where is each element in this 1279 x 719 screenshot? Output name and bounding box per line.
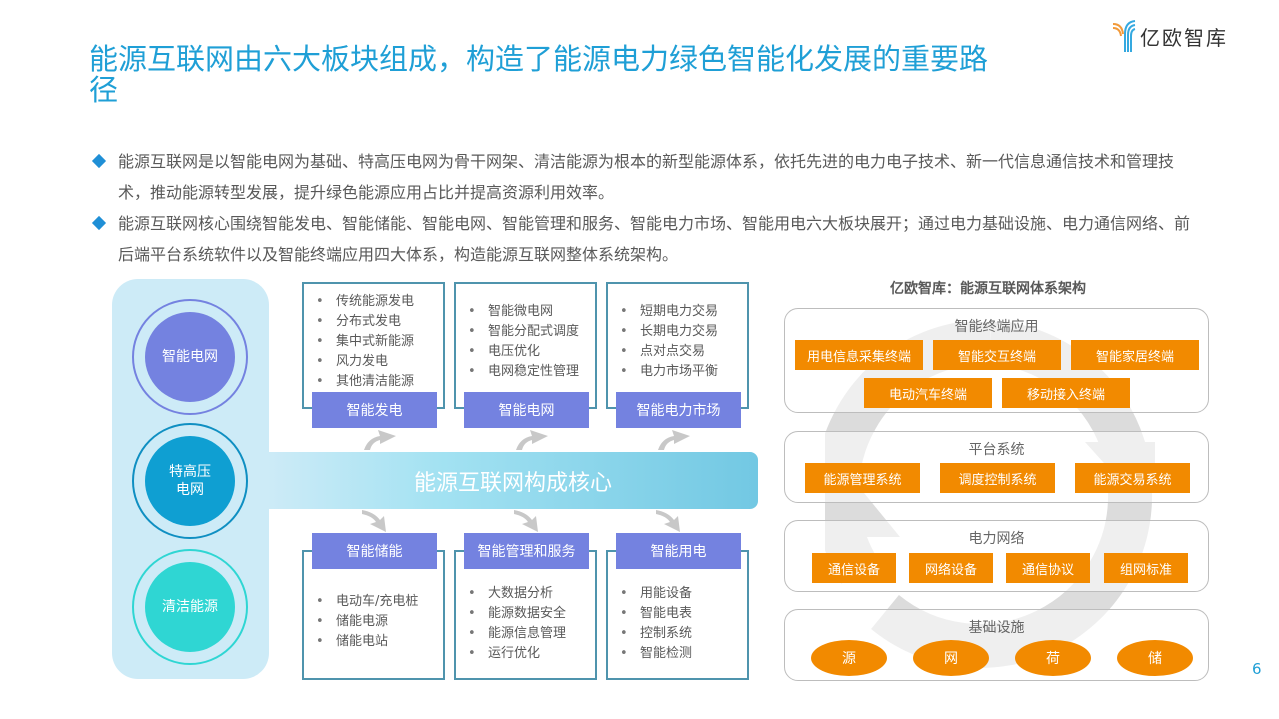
block-item: 长期电力交易 (620, 322, 747, 342)
block-item: 控制系统 (620, 624, 747, 644)
tag-smart-generation: 智能发电 (312, 392, 437, 428)
block-item: 其他清洁能源 (316, 372, 443, 392)
block-smart-consumption: 用能设备 智能电表 控制系统 智能检测 (606, 550, 749, 680)
block-item: 风力发电 (316, 352, 443, 372)
logo-mark-icon (1112, 18, 1136, 54)
terminal-item: 电动汽车终端 (864, 378, 992, 408)
pillar-label: 智能电网 (145, 312, 235, 402)
pillar-uhv-grid: 特高压 电网 (132, 423, 248, 539)
bullet-text: 能源互联网是以智能电网为基础、特高压电网为骨干网架、清洁能源为根本的新型能源体系… (118, 152, 1175, 202)
infra-grid: 网 (913, 640, 989, 676)
layer-label: 智能终端应用 (954, 319, 1039, 335)
terminal-item: 用电信息采集终端 (795, 340, 923, 370)
block-item: 集中式新能源 (316, 332, 443, 352)
pillar-label: 清洁能源 (145, 562, 235, 652)
curved-arrow-up-icon (658, 430, 690, 450)
curved-arrow-down-icon (362, 510, 386, 532)
core-band: 能源互联网构成核心 (268, 452, 758, 509)
block-smart-grid: 智能微电网 智能分配式调度 电压优化 电网稳定性管理 (454, 282, 597, 409)
layer-power-network: 电力网络 通信设备 网络设备 通信协议 组网标准 (784, 520, 1209, 592)
bullet-item: 能源互联网是以智能电网为基础、特高压电网为骨干网架、清洁能源为根本的新型能源体系… (91, 146, 1202, 208)
block-item: 分布式发电 (316, 312, 443, 332)
platform-item: 能源交易系统 (1075, 463, 1190, 493)
infra-load: 荷 (1015, 640, 1091, 676)
block-item: 电网稳定性管理 (468, 362, 595, 382)
curved-arrow-down-icon (656, 510, 680, 532)
terminal-item: 智能交互终端 (933, 340, 1061, 370)
logo-text: 亿欧智库 (1140, 25, 1228, 50)
bullet-list: 能源互联网是以智能电网为基础、特高压电网为骨干网架、清洁能源为根本的新型能源体系… (91, 146, 1202, 270)
terminal-item: 智能家居终端 (1071, 340, 1199, 370)
platform-item: 调度控制系统 (940, 463, 1055, 493)
diamond-bullet-icon (91, 215, 107, 231)
block-item: 大数据分析 (468, 584, 595, 604)
bullet-text: 能源互联网核心围绕智能发电、智能储能、智能电网、智能管理和服务、智能电力市场、智… (118, 214, 1191, 264)
layer-label: 电力网络 (968, 531, 1025, 547)
network-item: 网络设备 (909, 553, 993, 583)
block-item: 用能设备 (620, 584, 747, 604)
terminal-item: 移动接入终端 (1002, 378, 1130, 408)
block-item: 电动车/充电桩 (316, 592, 443, 612)
pillar-smart-grid: 智能电网 (132, 299, 248, 415)
pillar-label: 特高压 电网 (145, 436, 235, 526)
block-item: 运行优化 (468, 644, 595, 664)
pillar-label-line1: 特高压 (169, 464, 211, 480)
block-item: 智能检测 (620, 644, 747, 664)
tag-smart-storage: 智能储能 (312, 533, 437, 569)
network-item: 通信设备 (812, 553, 896, 583)
block-item: 能源信息管理 (468, 624, 595, 644)
block-item: 储能电站 (316, 632, 443, 652)
pillar-label-line2: 电网 (176, 482, 204, 498)
block-item: 智能电表 (620, 604, 747, 624)
page-title: 能源互联网由六大板块组成，构造了能源电力绿色智能化发展的重要路径 (89, 42, 989, 107)
infra-storage: 储 (1117, 640, 1193, 676)
block-item: 传统能源发电 (316, 292, 443, 312)
block-item: 储能电源 (316, 612, 443, 632)
block-smart-storage: 电动车/充电桩 储能电源 储能电站 (302, 550, 445, 680)
block-item: 短期电力交易 (620, 302, 747, 322)
layer-smart-terminals: 智能终端应用 用电信息采集终端 智能交互终端 智能家居终端 电动汽车终端 移动接… (784, 308, 1209, 413)
block-smart-generation: 传统能源发电 分布式发电 集中式新能源 风力发电 其他清洁能源 (302, 282, 445, 409)
block-smart-management: 大数据分析 能源数据安全 能源信息管理 运行优化 (454, 550, 597, 680)
platform-item: 能源管理系统 (805, 463, 920, 493)
layer-label: 平台系统 (968, 442, 1025, 458)
page-number: 6 (1252, 660, 1262, 678)
block-item: 点对点交易 (620, 342, 747, 362)
layer-platform-systems: 平台系统 能源管理系统 调度控制系统 能源交易系统 (784, 431, 1209, 503)
pillars-panel: 智能电网 特高压 电网 清洁能源 (112, 279, 269, 679)
layer-infrastructure: 基础设施 源 网 荷 储 (784, 609, 1209, 681)
curved-arrow-up-icon (516, 430, 548, 450)
block-item: 智能分配式调度 (468, 322, 595, 342)
curved-arrow-down-icon (514, 510, 538, 532)
diamond-bullet-icon (91, 153, 107, 169)
tag-smart-power-market: 智能电力市场 (616, 392, 741, 428)
block-item: 智能微电网 (468, 302, 595, 322)
tag-smart-consumption: 智能用电 (616, 533, 741, 569)
block-item: 能源数据安全 (468, 604, 595, 624)
block-item: 电力市场平衡 (620, 362, 747, 382)
tag-smart-management: 智能管理和服务 (464, 533, 589, 569)
brand-logo: 亿欧智库 (1112, 18, 1228, 54)
curved-arrow-up-icon (364, 430, 396, 450)
architecture-title: 亿欧智库：能源互联网体系架构 (890, 281, 1086, 297)
network-item: 通信协议 (1006, 553, 1090, 583)
pillar-clean-energy: 清洁能源 (132, 549, 248, 665)
layer-label: 基础设施 (968, 620, 1025, 636)
network-item: 组网标准 (1104, 553, 1188, 583)
block-item: 电压优化 (468, 342, 595, 362)
bullet-item: 能源互联网核心围绕智能发电、智能储能、智能电网、智能管理和服务、智能电力市场、智… (91, 208, 1202, 270)
infra-source: 源 (811, 640, 887, 676)
tag-smart-grid: 智能电网 (464, 392, 589, 428)
block-smart-power-market: 短期电力交易 长期电力交易 点对点交易 电力市场平衡 (606, 282, 749, 409)
